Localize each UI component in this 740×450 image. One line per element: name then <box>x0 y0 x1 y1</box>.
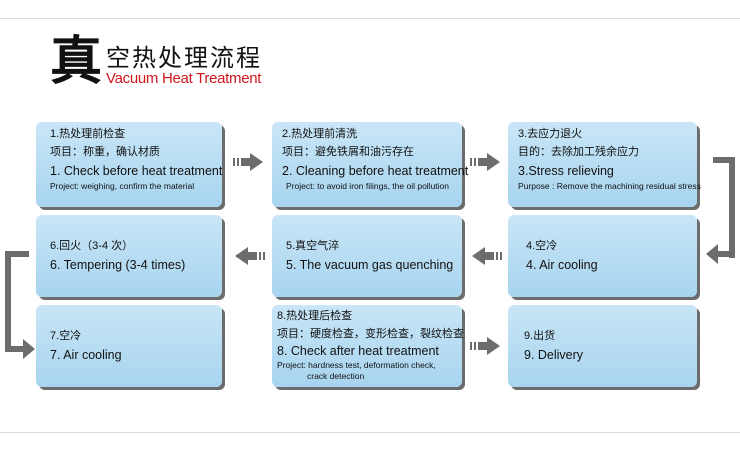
step-item: 项目：避免铁屑和油污存在 <box>282 146 414 158</box>
arrow-right-icon <box>470 337 500 355</box>
arrow-left-icon <box>472 247 502 265</box>
arrow-right-icon <box>470 153 500 171</box>
step-project: Project: to avoid iron filings, the oil … <box>286 181 450 191</box>
step-cn: 2.热处理前清洗 <box>282 128 358 140</box>
step-cn: 1.热处理前检查 <box>50 128 126 140</box>
step-project-cont: crack detection <box>307 371 365 381</box>
step-cn: 6.回火（3-4 次） <box>50 240 134 252</box>
step-en: 6. Tempering (3-4 times) <box>50 258 186 272</box>
step-7-box: 7.空冷 7. Air cooling <box>36 305 222 387</box>
step-6-box: 6.回火（3-4 次） 6. Tempering (3-4 times) <box>36 215 222 297</box>
arrow-right-icon <box>233 153 263 171</box>
arrow-left-icon <box>235 247 265 265</box>
step-cn: 3.去应力退火 <box>518 128 583 140</box>
bottom-divider <box>0 432 740 433</box>
step-project: Project: weighing, confirm the material <box>50 181 195 191</box>
step-5-box: 5.真空气淬 5. The vacuum gas quenching <box>272 215 462 297</box>
connector-line <box>729 157 735 258</box>
step-project: Project: hardness test, deformation chec… <box>277 360 436 370</box>
step-1-box: 1.热处理前检查 项目：称重，确认材质 1. Check before heat… <box>36 122 222 207</box>
step-3-box: 3.去应力退火 目的：去除加工残余应力 3.Stress relieving P… <box>508 122 701 207</box>
title-english: Vacuum Heat Treatment <box>106 70 262 87</box>
step-cn: 8.热处理后检查 <box>277 310 353 322</box>
step-project: Purpose : Remove the machining residual … <box>518 181 701 191</box>
connector-line <box>5 251 11 352</box>
step-item: 项目：硬度检查，变形检查，裂纹检查 <box>277 328 464 340</box>
connector-line <box>713 157 735 163</box>
step-en: 3.Stress relieving <box>518 164 614 178</box>
step-cn: 7.空冷 <box>50 330 82 342</box>
step-4-box: 4.空冷 4. Air cooling <box>508 215 697 297</box>
connector-line <box>5 251 29 257</box>
step-en: 8. Check after heat treatment <box>277 344 439 358</box>
connector-arrow-right-icon <box>5 339 35 359</box>
step-item: 项目：称重，确认材质 <box>50 146 160 158</box>
step-en: 7. Air cooling <box>50 348 122 362</box>
title-chinese: 空热处理流程 <box>106 44 262 72</box>
step-en: 9. Delivery <box>524 348 584 362</box>
connector-arrow-left-icon <box>706 244 735 264</box>
step-en: 4. Air cooling <box>526 258 598 272</box>
title-big-char: 真 <box>50 32 103 92</box>
step-2-box: 2.热处理前清洗 项目：避免铁屑和油污存在 2. Cleaning before… <box>272 122 469 207</box>
step-cn: 9.出货 <box>524 330 556 342</box>
step-9-box: 9.出货 9. Delivery <box>508 305 697 387</box>
step-en: 1. Check before heat treatment <box>50 164 223 178</box>
step-en: 2. Cleaning before heat treatment <box>282 164 469 178</box>
step-cn: 4.空冷 <box>526 240 558 252</box>
step-cn: 5.真空气淬 <box>286 240 340 252</box>
step-en: 5. The vacuum gas quenching <box>286 258 454 272</box>
step-item: 目的：去除加工残余应力 <box>518 146 639 158</box>
step-8-box: 8.热处理后检查 项目：硬度检查，变形检查，裂纹检查 8. Check afte… <box>272 305 464 387</box>
top-divider <box>0 18 740 19</box>
